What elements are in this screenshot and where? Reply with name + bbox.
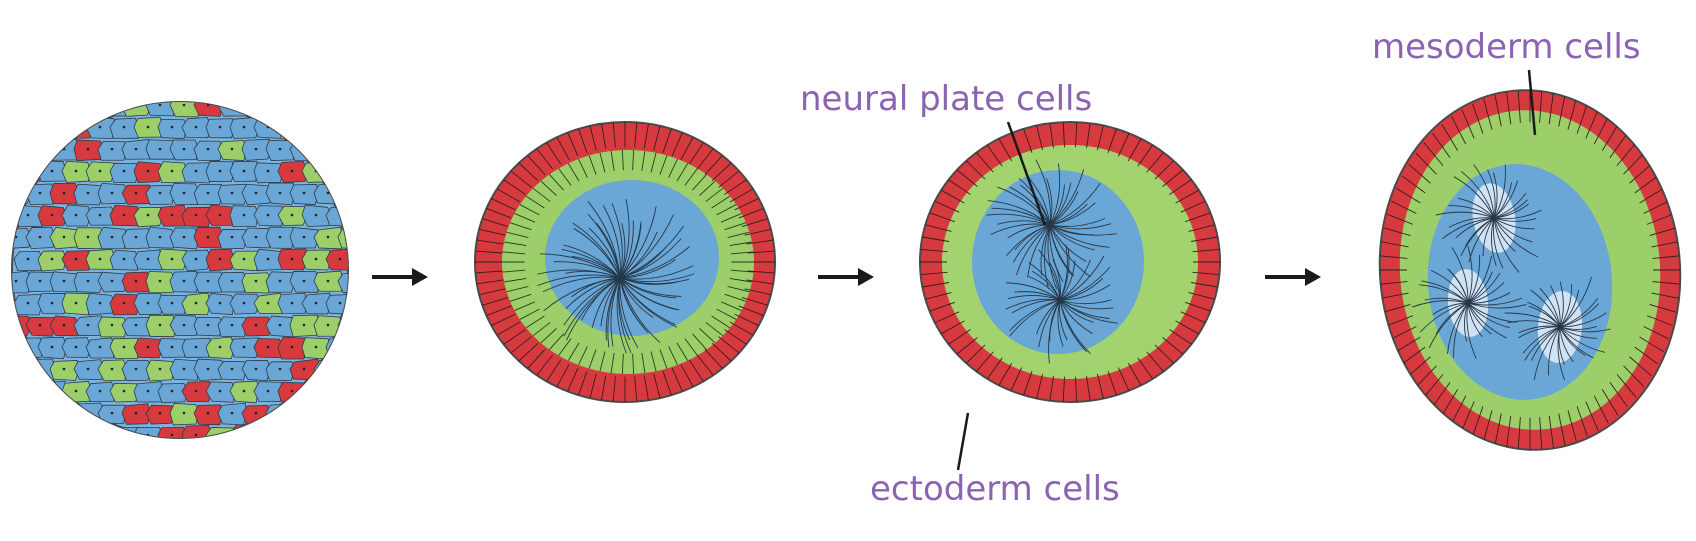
ectoderm-label: ectoderm cells — [870, 469, 1120, 509]
arrow-icon — [818, 268, 874, 286]
stage-2-sorting-cells — [474, 121, 776, 403]
mesoderm-label: mesoderm cells — [1372, 27, 1641, 67]
mesoderm-pointer — [1527, 69, 1537, 136]
stage-3-germ-layers — [919, 121, 1221, 403]
neural-plate-label: neural plate cells — [800, 79, 1092, 119]
stage-1-mixed-cells — [11, 101, 349, 439]
arrow-icon — [372, 268, 428, 286]
stage-4-organized-embryo — [1378, 89, 1682, 451]
neural-plate-pointer — [1006, 121, 1047, 226]
ectoderm-pointer — [956, 412, 970, 471]
arrow-icon — [1265, 268, 1321, 286]
